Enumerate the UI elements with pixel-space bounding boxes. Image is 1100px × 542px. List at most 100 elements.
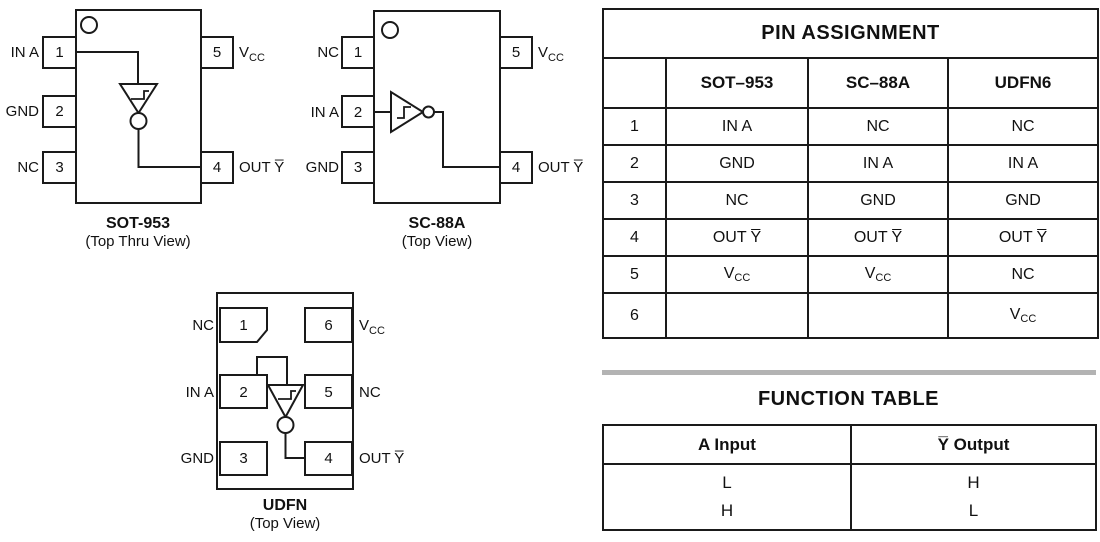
sc88a-pin1-label: NC — [317, 44, 339, 61]
udfn-pad6 — [304, 307, 353, 343]
sot953-pin5-box — [200, 36, 234, 69]
function-table-header-row: A Input Y̅ Output — [602, 424, 1097, 465]
sot953-pin1-number: 1 — [55, 44, 63, 61]
sc88a-pin1-number: 1 — [354, 44, 362, 61]
sot953-hysteresis-icon — [131, 90, 149, 100]
sot953-pin2-box — [42, 95, 77, 128]
cell: IN A — [947, 144, 1099, 183]
sot953-pin3-number: 3 — [55, 159, 63, 176]
col-header-blank — [602, 57, 667, 109]
sc88a-inverter-triangle-icon — [390, 90, 425, 134]
sot953-input-wire — [76, 51, 139, 84]
sc88a-pin5-box — [499, 36, 533, 69]
pin-number-cell: 2 — [602, 144, 667, 183]
cell: NC — [947, 255, 1099, 294]
col-header-udfn6: UDFN6 — [947, 57, 1099, 109]
pin-number-cell: 4 — [602, 218, 667, 257]
function-table: A Input Y̅ Output L H H L — [602, 424, 1097, 531]
sot953-pin1-marker-icon — [80, 16, 98, 34]
udfn-pin4-label: OUT Y̅ — [359, 450, 404, 467]
value: H — [720, 501, 734, 520]
value: H — [967, 473, 980, 492]
sc88a-pin2-label: IN A — [311, 104, 339, 121]
cell: IN A — [807, 144, 949, 183]
sot953-pin4-label: OUT Y̅ — [239, 159, 284, 176]
sot953-pin4-number: 4 — [213, 159, 221, 176]
pin-number-cell: 5 — [602, 255, 667, 294]
sot953-diagram: IN A GND NC 1 2 3 5 4 VCC OUT Y̅ SOT-953… — [6, 9, 284, 250]
pin-assignment-header-row: SOT–953 SC–88A UDFN6 — [602, 57, 1099, 109]
table-row: 2 GND IN A IN A — [602, 144, 1099, 183]
y-output-values: H L — [850, 463, 1097, 531]
sc88a-pin1-box — [341, 36, 375, 69]
sc88a-pin1-marker-icon — [381, 21, 399, 39]
sot953-pin3-box — [42, 151, 77, 184]
function-table-title: FUNCTION TABLE — [757, 388, 940, 410]
cell-vcc: VCC — [665, 255, 809, 294]
udfn-pin2-number: 2 — [239, 384, 247, 401]
cell-empty — [807, 292, 949, 339]
cell: IN A — [665, 107, 809, 146]
table-row: 4 OUT Y̅ OUT Y̅ OUT Y̅ — [602, 218, 1099, 257]
value: L — [968, 501, 979, 520]
pin-assignment-table: PIN ASSIGNMENT SOT–953 SC–88A UDFN6 1 IN… — [602, 8, 1099, 339]
sc88a-inverter-bubble-icon — [422, 105, 435, 119]
col-header-a-input: A Input — [602, 424, 852, 465]
udfn-pad5 — [304, 374, 353, 409]
udfn-pin3-label: GND — [181, 450, 215, 467]
udfn-pin2-label: IN A — [186, 384, 214, 401]
sc88a-pin4-label: OUT Y̅ — [538, 159, 583, 176]
cell: NC — [665, 181, 809, 220]
udfn-pad2 — [219, 374, 268, 409]
cell: OUT Y̅ — [807, 218, 949, 257]
table-row: 1 IN A NC NC — [602, 107, 1099, 146]
sot953-pin4-box — [200, 151, 234, 184]
a-input-values: L H — [602, 463, 852, 531]
sot953-inverter-bubble-icon — [129, 112, 148, 130]
cell: GND — [807, 181, 949, 220]
udfn-pad4 — [304, 441, 353, 476]
sc88a-pin4-number: 4 — [512, 159, 520, 176]
cell-vcc: VCC — [807, 255, 949, 294]
udfn-view-caption: (Top View) — [250, 515, 321, 532]
pin-assignment-title-row: PIN ASSIGNMENT — [602, 8, 1099, 59]
udfn-pad3 — [219, 441, 268, 476]
sc88a-hysteresis-icon — [397, 106, 411, 119]
sot953-pin2-number: 2 — [55, 103, 63, 120]
sot953-output-wire — [137, 129, 201, 168]
udfn-pin4-number: 4 — [324, 450, 332, 467]
sc88a-pin4-box — [499, 151, 533, 184]
value: L — [722, 473, 732, 492]
col-header-sc88a: SC–88A — [807, 57, 949, 109]
table-row: 3 NC GND GND — [602, 181, 1099, 220]
udfn-caption: UDFN — [263, 497, 307, 514]
udfn-inverter-bubble-icon — [276, 416, 295, 434]
sot953-pin2-label: GND — [6, 103, 40, 120]
udfn-diagram: NC IN A GND 1 2 3 6 5 4 VCC NC OUT Y̅ UD… — [181, 292, 404, 532]
function-table-body-row: L H H L — [602, 463, 1097, 531]
udfn-pad1 — [219, 307, 268, 343]
sc88a-pin3-box — [341, 151, 375, 184]
pin-number-cell: 3 — [602, 181, 667, 220]
sot953-view-caption: (Top Thru View) — [85, 233, 190, 250]
udfn-pin1-number: 1 — [239, 317, 247, 334]
sc88a-body — [373, 10, 501, 204]
udfn-pin1-label: NC — [192, 317, 214, 334]
cell: OUT Y̅ — [947, 218, 1099, 257]
udfn-pin5-label: NC — [359, 384, 381, 401]
col-header-y-output: Y̅ Output — [850, 424, 1097, 465]
table-row: 5 VCC VCC NC — [602, 255, 1099, 294]
pin-assignment-title: PIN ASSIGNMENT — [602, 8, 1099, 59]
cell: OUT Y̅ — [665, 218, 809, 257]
udfn-hysteresis-icon — [278, 390, 296, 400]
col-header-sot953: SOT–953 — [665, 57, 809, 109]
pin-number-cell: 1 — [602, 107, 667, 146]
udfn-pin3-number: 3 — [239, 450, 247, 467]
udfn-pin5-number: 5 — [324, 384, 332, 401]
sot953-pin1-label: IN A — [11, 44, 39, 61]
sot953-pin5-number: 5 — [213, 44, 221, 61]
udfn-inverter-triangle-icon — [266, 384, 305, 420]
pin-number-cell: 6 — [602, 292, 667, 339]
cell: GND — [665, 144, 809, 183]
